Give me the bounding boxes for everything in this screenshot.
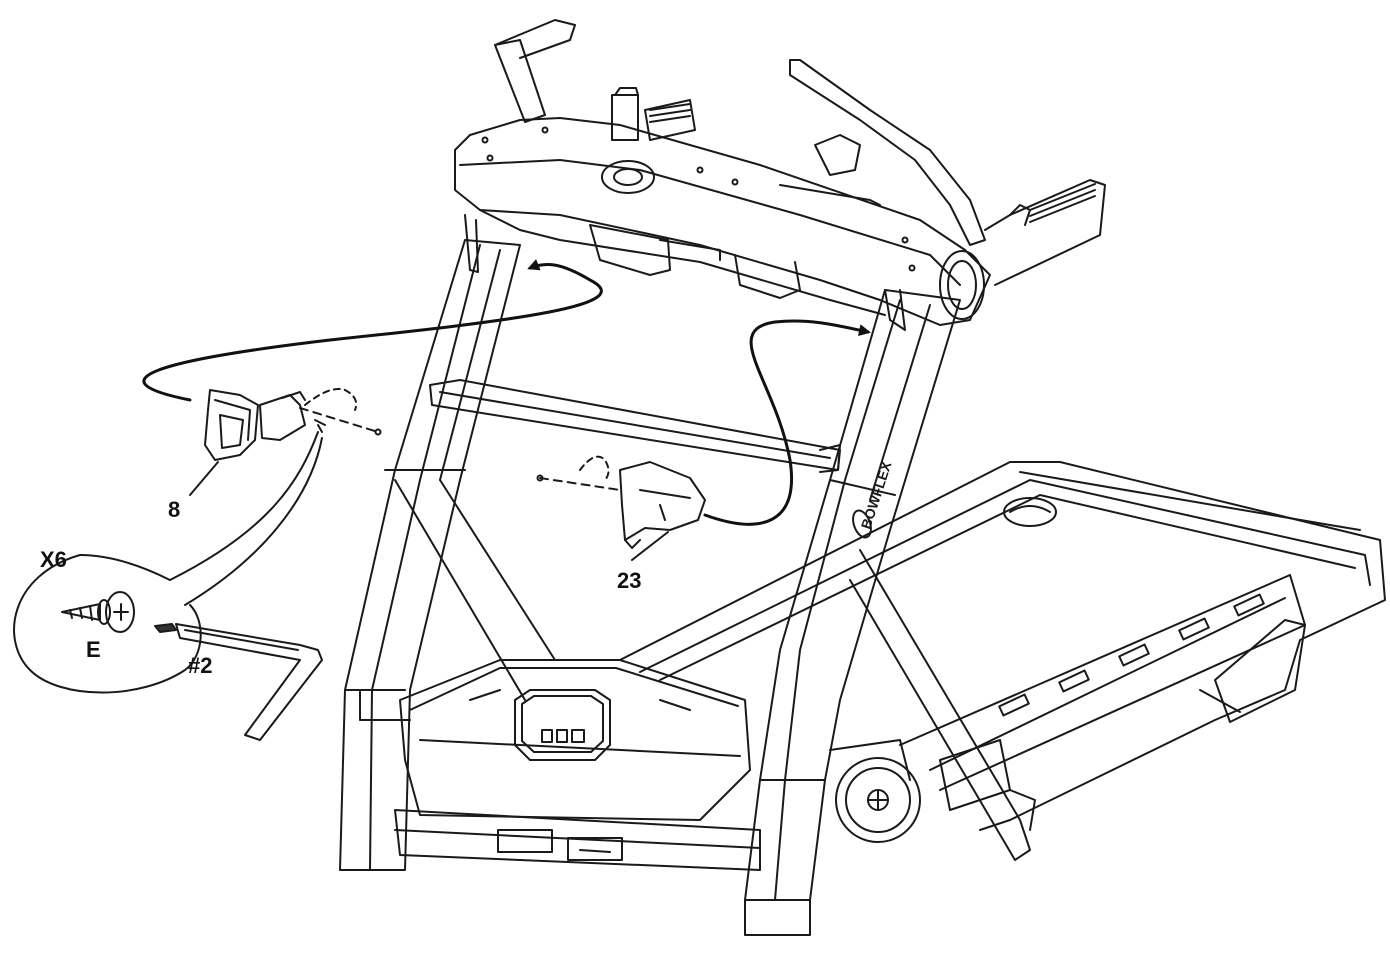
left-upright (339, 239, 556, 871)
leader-driver-callout (184, 437, 323, 606)
part-23-label: 23 (617, 568, 642, 593)
treadmill-deck (619, 461, 1386, 831)
leader-part-8 (189, 461, 219, 496)
part-23-cover (536, 455, 706, 549)
part-8-label: 8 (168, 497, 181, 522)
upright-brand-mark: BOWFLEX (858, 459, 895, 531)
screw-e-label: E (86, 637, 101, 662)
quantity-label: X6 (40, 547, 67, 572)
driver-size-label: #2 (188, 653, 213, 678)
arrow-part-8-route (142, 259, 603, 402)
leader-screw-callout (169, 431, 319, 581)
deck-side-slots (998, 593, 1265, 717)
console (454, 117, 991, 331)
motor-hood (394, 659, 761, 871)
leader-part-23 (631, 531, 669, 561)
phillips-driver-icon (154, 623, 323, 741)
deck-logo (1003, 497, 1057, 527)
upright-crossbar (429, 379, 841, 473)
part-8-cover (204, 388, 382, 461)
hardware-callout (13, 554, 323, 741)
roller-end-cap (829, 739, 1036, 843)
arrow-part-23-route (703, 319, 871, 526)
right-upright (744, 289, 1031, 936)
screw-e-icon (61, 591, 135, 633)
console-handles (494, 19, 1106, 286)
